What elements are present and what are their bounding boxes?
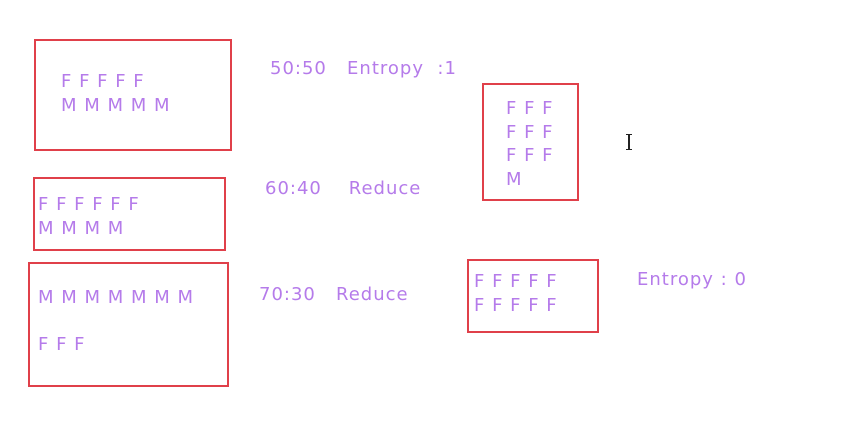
label-60-40-reduce: 60:40 Reduce: [265, 178, 422, 199]
box-70-30: [28, 262, 229, 387]
box3-line1: M M M M M M M: [38, 287, 195, 308]
label-70-30-reduce: 70:30 Reduce: [259, 284, 409, 305]
box2-line1: F F F F F F: [38, 194, 140, 215]
box4-line4: M: [506, 169, 523, 190]
box5-line2: F F F F F: [474, 295, 558, 316]
box5-line1: F F F F F: [474, 271, 558, 292]
box-pure-f: [467, 259, 599, 333]
label-entropy-zero: Entropy : 0: [637, 269, 747, 290]
box1-line1: F F F F F: [61, 71, 145, 92]
box-mostly-f: [482, 83, 579, 201]
label-50-50-entropy: 50:50 Entropy :1: [270, 58, 457, 79]
box4-line2: F F F: [506, 122, 554, 143]
text-cursor-icon: [626, 134, 632, 150]
box-50-50: [34, 39, 232, 151]
box2-line2: M M M M: [38, 218, 125, 239]
box1-line2: M M M M M: [61, 95, 171, 116]
box-60-40: [33, 177, 226, 251]
box4-line1: F F F: [506, 98, 554, 119]
box4-line3: F F F: [506, 145, 554, 166]
box3-line3: F F F: [38, 334, 86, 355]
